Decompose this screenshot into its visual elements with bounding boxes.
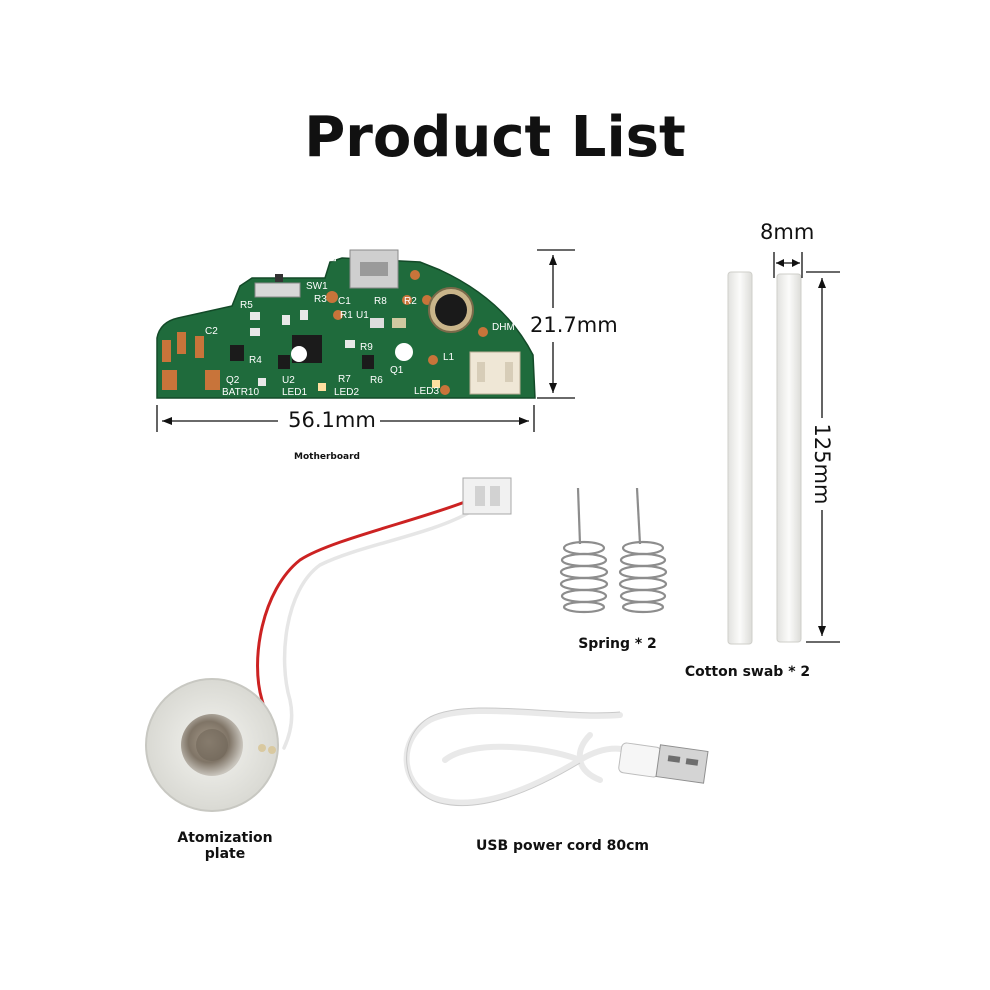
- cotton-swab-diameter: 8mm: [760, 220, 815, 244]
- silk-r9: R9: [360, 342, 373, 353]
- atomization-plate: [145, 678, 279, 812]
- pcb-silkscreen: SW1 R3 C1 R8 R5 R1 U1 R2 C2 R4 R9 DHM Q2…: [205, 243, 515, 398]
- silk-r5: R5: [240, 300, 253, 311]
- usb-cord-label: USB power cord 80cm: [476, 838, 649, 854]
- wire-connector: [462, 477, 512, 515]
- silk-q1: Q1: [390, 365, 404, 376]
- silk-dhm: DHM: [492, 322, 515, 333]
- silk-q2: Q2: [226, 375, 240, 386]
- silk-r2: R2: [404, 296, 417, 307]
- motherboard-height: 21.7mm: [530, 313, 618, 337]
- spring-label: Spring * 2: [578, 636, 657, 652]
- silk-u2: U2: [282, 375, 295, 386]
- silk-sw1: SW1: [306, 281, 328, 292]
- silk-led3: LED3: [414, 386, 439, 397]
- silk-r4: R4: [249, 355, 262, 366]
- atomization-wires: [256, 498, 472, 750]
- silk-batr10: BATR10: [222, 387, 259, 398]
- cotton-swab-dimensions: [773, 252, 840, 643]
- silk-r1: R1: [340, 310, 353, 321]
- silk-r6: R6: [370, 375, 383, 386]
- motherboard-width: 56.1mm: [288, 408, 376, 432]
- silk-r7: R7: [338, 374, 351, 385]
- motherboard-pcb: [156, 249, 536, 399]
- atomization-plate-label-line2: plate: [204, 846, 246, 862]
- cotton-swab-label: Cotton swab * 2: [684, 664, 811, 680]
- motherboard-label: Motherboard: [294, 452, 360, 462]
- page-title: Product List: [304, 105, 686, 170]
- atomization-plate-label: Atomization plate: [160, 830, 290, 862]
- silk-l1: L1: [443, 352, 455, 363]
- motherboard-dimensions: [156, 249, 575, 432]
- usb-cord-outline: [406, 707, 621, 807]
- spring-2: [618, 487, 668, 614]
- cotton-swab-length: 125mm: [810, 423, 834, 505]
- silk-u1: U1: [356, 310, 369, 321]
- silk-led1: LED1: [282, 387, 307, 398]
- silk-c1: C1: [338, 296, 351, 307]
- silk-bs1: BS1: [328, 243, 339, 262]
- usb-cord: [403, 707, 653, 806]
- silk-led2: LED2: [334, 387, 359, 398]
- spring-1: [559, 487, 609, 614]
- silk-c2: C2: [205, 326, 218, 337]
- atomization-plate-label-line1: Atomization: [177, 830, 273, 846]
- cotton-swab-2: [776, 273, 802, 643]
- usb-plug: [618, 742, 709, 784]
- silk-r3: R3: [314, 294, 327, 305]
- silk-r8: R8: [374, 296, 387, 307]
- cotton-swab-1: [727, 271, 753, 645]
